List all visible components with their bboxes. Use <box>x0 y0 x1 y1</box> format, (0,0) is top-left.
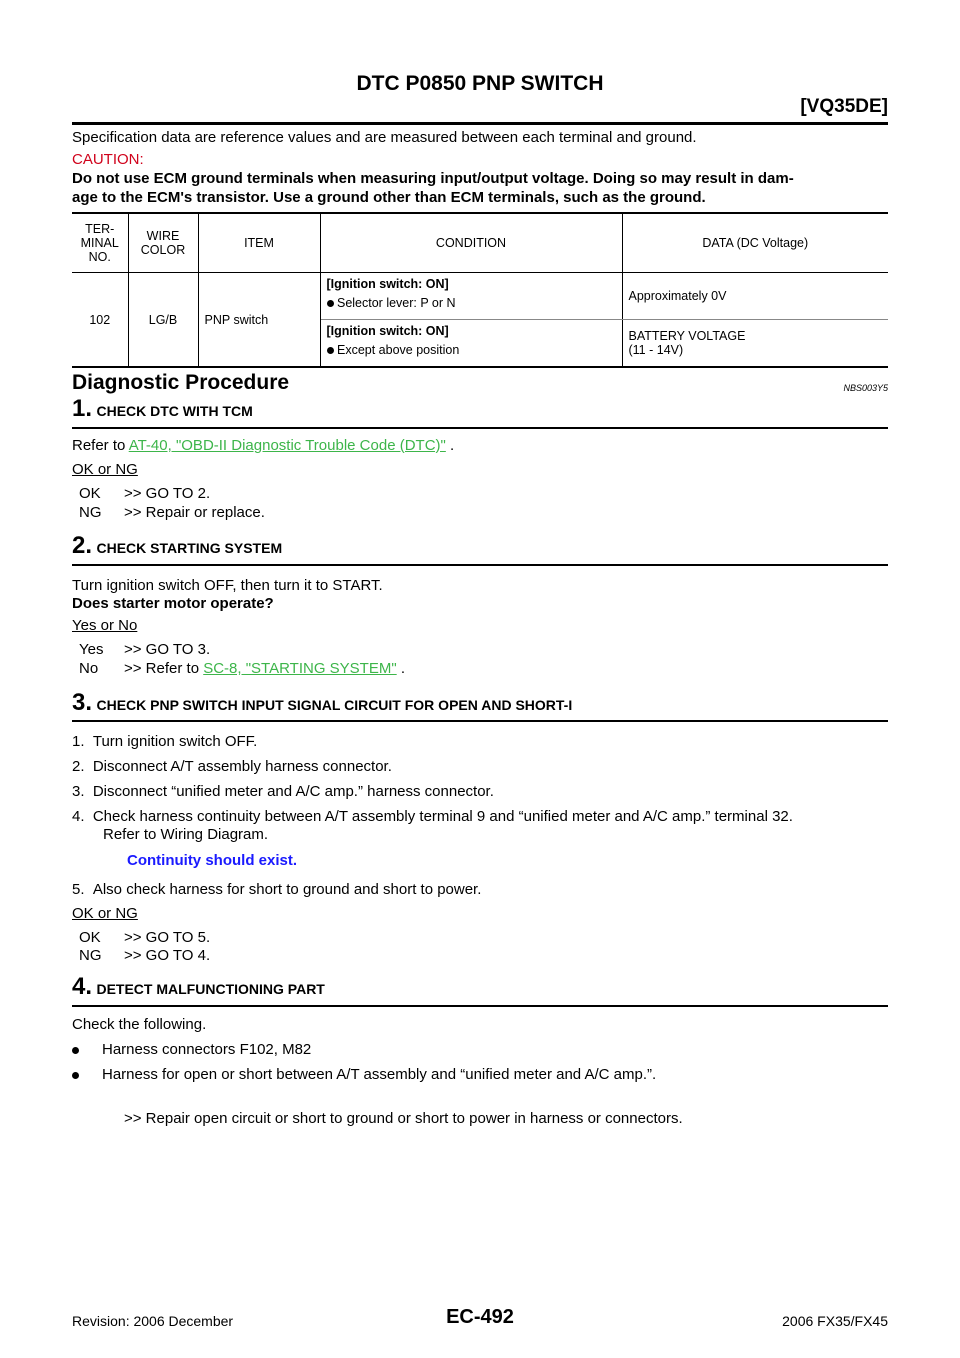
step-2-result-yes: >> GO TO 3. <box>124 641 211 658</box>
header-rule <box>72 122 888 125</box>
step-2-result-no-key: No <box>79 660 99 677</box>
col-header-data: DATA (DC Voltage) <box>622 213 888 273</box>
bullet-icon <box>72 1047 79 1054</box>
footer-page-number: EC-492 <box>446 1306 514 1328</box>
step-3-heading: 3. CHECK PNP SWITCH INPUT SIGNAL CIRCUIT… <box>72 689 573 716</box>
step-1-question: OK or NG <box>72 461 138 478</box>
data-cell: Approximately 0V <box>622 272 888 320</box>
step-1-link[interactable]: AT-40, "OBD-II Diagnostic Trouble Code (… <box>128 437 446 454</box>
spec-table-header-row: TER- MINAL NO. WIRE COLOR ITEM CONDITION… <box>72 213 888 273</box>
page-title: DTC P0850 PNP SWITCH <box>356 72 604 95</box>
spec-table: TER- MINAL NO. WIRE COLOR ITEM CONDITION… <box>72 212 888 368</box>
item-name: PNP switch <box>198 272 321 368</box>
step-4-heading: 4. DETECT MALFUNCTIONING PART <box>72 973 325 1000</box>
step-1-rule <box>72 427 888 429</box>
step-4-result: >> Repair open circuit or short to groun… <box>124 1110 683 1127</box>
step-3-sub-4-cont: Refer to Wiring Diagram. <box>103 826 269 843</box>
step-3-spec: Continuity should exist. <box>127 852 298 869</box>
intro-text: Specification data are reference values … <box>72 129 697 146</box>
caution-label: CAUTION: <box>72 151 144 168</box>
section-code: NBS003Y5 <box>843 383 888 393</box>
step-3-sub-2: 2. Disconnect A/T assembly harness conne… <box>72 758 392 775</box>
step-1-refer: Refer to AT-40, "OBD-II Diagnostic Troub… <box>72 437 455 454</box>
step-2-line-2: Does starter motor operate? <box>72 595 274 612</box>
footer-model: 2006 FX35/FX45 <box>782 1313 888 1329</box>
engine-code: [VQ35DE] <box>800 96 888 117</box>
step-3-sub-1: 1. Turn ignition switch OFF. <box>72 733 258 750</box>
step-2-link[interactable]: SC-8, "STARTING SYSTEM" <box>203 660 397 677</box>
bullet-icon <box>326 347 334 354</box>
step-1-heading: 1. CHECK DTC WITH TCM <box>72 395 253 422</box>
step-3-sub-3: 3. Disconnect “unified meter and A/C amp… <box>72 783 494 800</box>
col-header-item: ITEM <box>198 213 321 273</box>
footer-revision: Revision: 2006 December <box>72 1313 234 1329</box>
step-3-result-ng: >> GO TO 4. <box>124 947 211 964</box>
step-1-result-ng-key: NG <box>79 504 102 521</box>
step-2-heading: 2. CHECK STARTING SYSTEM <box>72 532 283 559</box>
bullet-icon <box>72 1072 79 1079</box>
step-3-sub-5: 5. Also check harness for short to groun… <box>72 881 482 898</box>
section-title: Diagnostic Procedure <box>72 371 290 394</box>
step-3-question: OK or NG <box>72 905 138 922</box>
caution-line-1: Do not use ECM ground terminals when mea… <box>72 170 794 187</box>
step-1-result-ok: >> GO TO 2. <box>124 485 211 502</box>
step-3-result-ok: >> GO TO 5. <box>124 929 211 946</box>
bullet-icon <box>326 300 334 307</box>
wire-color: LG/B <box>128 272 199 368</box>
data-cell: BATTERY VOLTAGE (11 - 14V) <box>622 319 888 368</box>
step-3-rule <box>72 720 888 722</box>
step-2-question: Yes or No <box>72 617 138 634</box>
table-row: 102 LG/B PNP switch [Ignition switch: ON… <box>72 272 888 368</box>
caution-line-2: age to the ECM's transistor. Use a groun… <box>72 189 706 206</box>
step-2-result-no: >> Refer to SC-8, "STARTING SYSTEM" . <box>124 660 406 677</box>
condition-cell: [Ignition switch: ON] Except above posit… <box>320 319 623 368</box>
step-2-line-1: Turn ignition switch OFF, then turn it t… <box>72 577 383 594</box>
col-header-condition: CONDITION <box>320 213 623 273</box>
step-4-intro: Check the following. <box>72 1016 207 1033</box>
step-3-sub-4: 4. Check harness continuity between A/T … <box>72 808 793 825</box>
terminal-number: 102 <box>72 272 129 368</box>
list-item: Harness connectors F102, M82 <box>72 1041 311 1058</box>
step-3-result-ng-key: NG <box>79 947 102 964</box>
list-item: Harness for open or short between A/T as… <box>72 1066 656 1083</box>
step-2-result-yes-key: Yes <box>79 641 104 658</box>
step-4-rule <box>72 1005 888 1007</box>
table-row: [Ignition switch: ON] Except above posit… <box>72 319 888 368</box>
condition-cell: [Ignition switch: ON] Selector lever: P … <box>320 272 623 320</box>
step-3-result-ok-key: OK <box>79 929 101 946</box>
step-2-rule <box>72 564 888 566</box>
col-header-terminal: TER- MINAL NO. <box>72 213 129 273</box>
step-1-result-ng: >> Repair or replace. <box>124 504 265 521</box>
col-header-wire-color: WIRE COLOR <box>128 213 199 273</box>
step-1-result-ok-key: OK <box>79 485 101 502</box>
